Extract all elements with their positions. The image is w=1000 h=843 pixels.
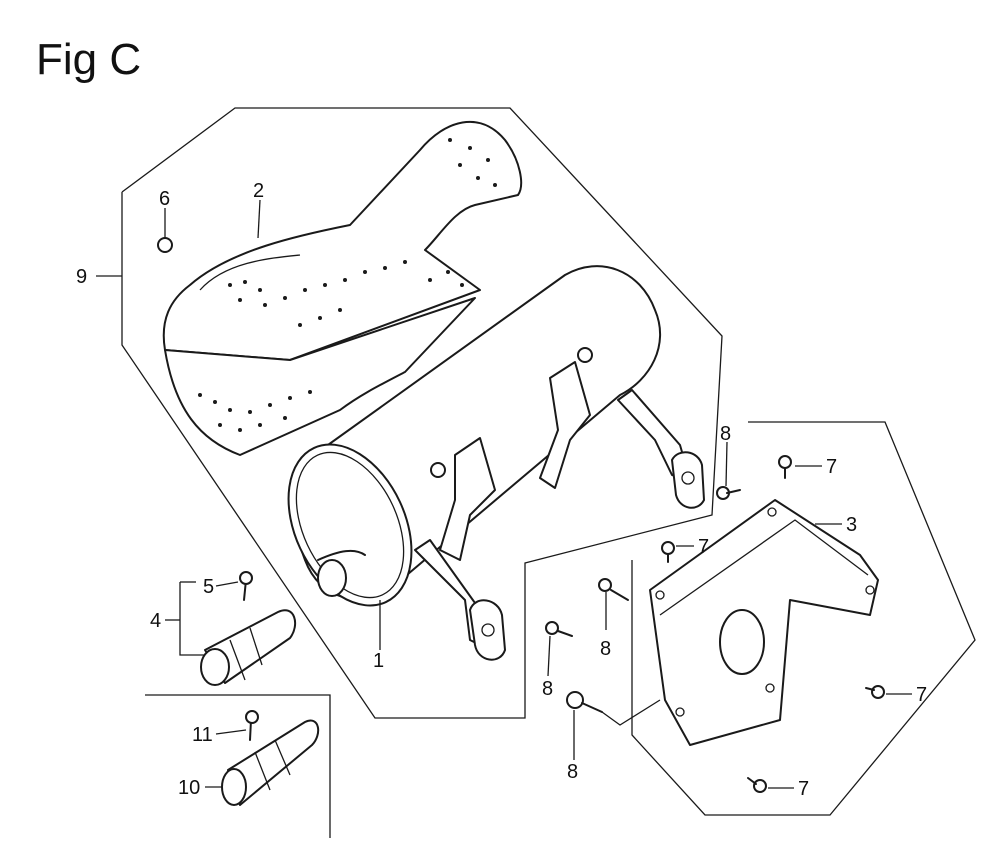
callout-2: 2 (253, 180, 264, 202)
callout-10: 10 (178, 777, 200, 799)
muffler-part (287, 265, 705, 661)
callout-8-lower: 8 (567, 761, 578, 783)
callout-7-upper-left: 7 (698, 536, 709, 558)
callout-6: 6 (159, 188, 170, 210)
group-boundary-10 (145, 694, 331, 838)
callout-8-upper: 8 (720, 423, 731, 445)
figure-title: Fig C (36, 35, 142, 84)
callout-5: 5 (203, 576, 214, 598)
shield-perforations (198, 138, 497, 432)
callout-7-right: 7 (916, 684, 927, 706)
callout-11: 11 (192, 724, 213, 746)
heat-shield-part (162, 121, 523, 456)
callout-3: 3 (846, 514, 857, 536)
callout-leaders (96, 199, 912, 789)
muffler-bracket-part-3 (649, 499, 879, 746)
callout-7-top: 7 (826, 456, 837, 478)
callout-8-left: 8 (542, 678, 553, 700)
callout-8-middle: 8 (600, 638, 611, 660)
bolts (545, 455, 885, 793)
exhaust-tip-part-4 (200, 571, 297, 686)
callout-4: 4 (150, 610, 161, 632)
callout-1: 1 (373, 650, 384, 672)
callout-7-bottom: 7 (798, 778, 809, 800)
group-boundary-9 (121, 107, 723, 719)
tail-pipe-part-10 (221, 710, 320, 806)
group-boundary-3 (631, 421, 976, 816)
nut-part-6 (157, 237, 173, 253)
callout-9: 9 (76, 266, 87, 288)
